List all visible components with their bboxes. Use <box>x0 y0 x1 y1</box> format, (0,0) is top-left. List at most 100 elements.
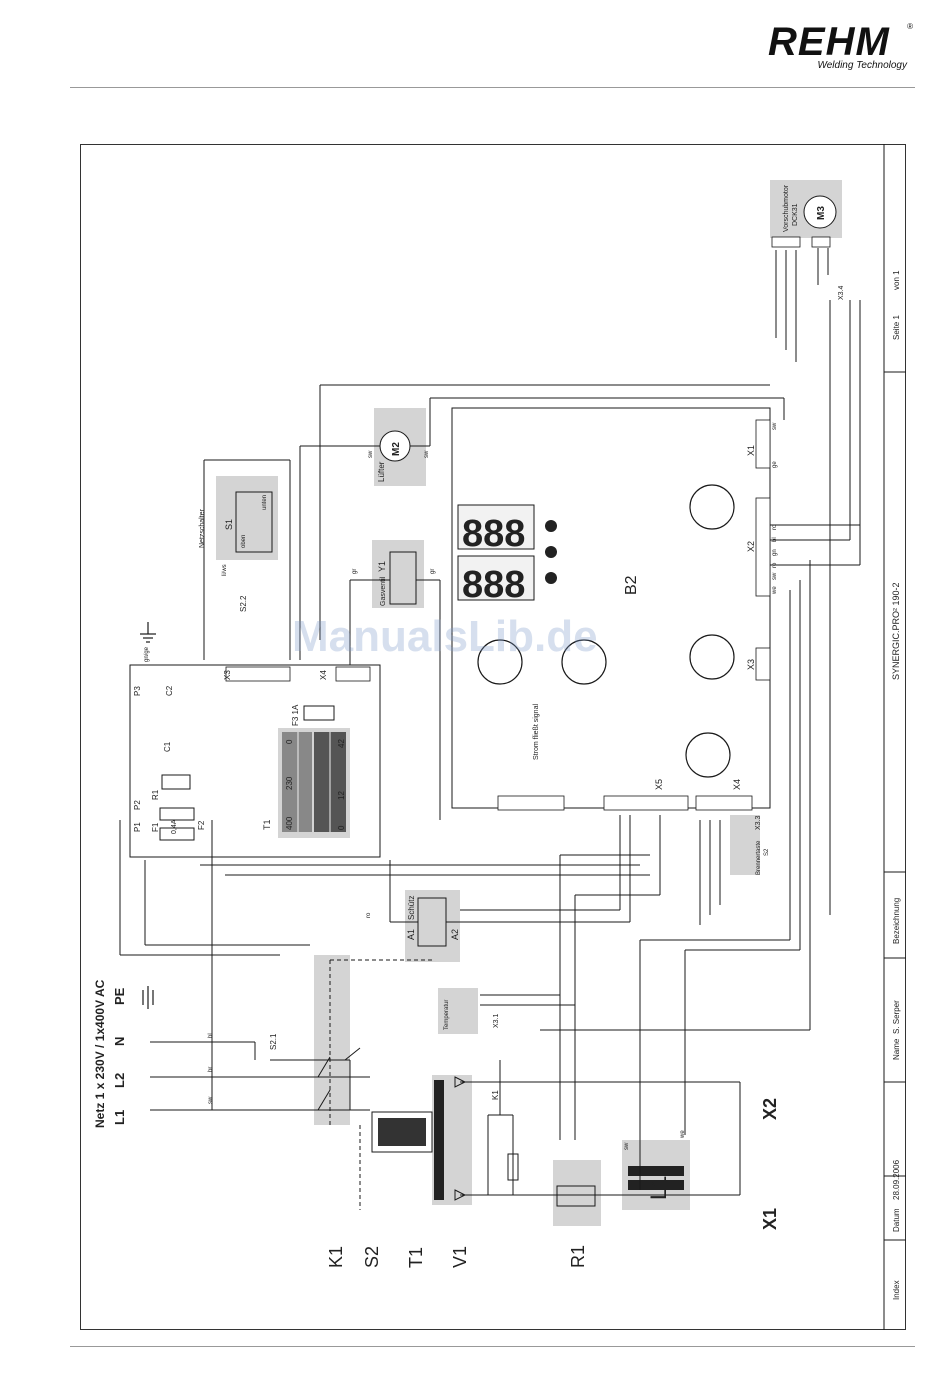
gas-valve-id: Y1 <box>377 561 387 572</box>
watermark: ManualsLib.de <box>292 612 598 661</box>
rehm-logo: REHM ® Welding Technology <box>768 20 913 76</box>
title-product: SYNERGIC.PRO² 190-2 <box>891 582 901 680</box>
connector-x4: X4 <box>732 779 742 790</box>
welding-transformer <box>371 1080 444 1200</box>
wire-ro-x2: ro <box>772 524 778 530</box>
knob-3 <box>685 732 731 778</box>
contactor-panel <box>405 890 460 962</box>
motor-m3-name: Vorschubmotor <box>783 184 790 232</box>
title-name-value: S. Serper <box>892 1000 901 1034</box>
connector-x3: X3 <box>746 659 756 670</box>
fuse-f2 <box>159 827 195 841</box>
r1-label: R1 <box>151 789 160 800</box>
board-b2-label: B2 <box>623 575 640 595</box>
legend-t1: T1 <box>406 1247 426 1268</box>
title-von: von 1 <box>892 270 901 290</box>
legend-k1: K1 <box>326 1246 346 1268</box>
p1-label: P1 <box>133 822 142 832</box>
main-switch-id: S1 <box>224 519 234 530</box>
connector-x1: X1 <box>746 445 756 456</box>
tap-0: 0 <box>285 739 294 744</box>
wire-ro-x2b: ro <box>772 562 778 568</box>
main-switch-body <box>235 491 273 553</box>
f2-label: F2 <box>197 820 206 830</box>
switch-oben: oben <box>241 535 247 548</box>
k1-label: K1 <box>491 1090 500 1100</box>
wire-gnge: gn/ge <box>144 646 150 662</box>
inductor-label: L1 <box>646 1176 671 1200</box>
wire-sw-x2: sw <box>772 572 778 580</box>
connector-x5: X5 <box>654 779 664 790</box>
led-indicator <box>545 546 557 558</box>
wire-gr-valve-2: gr <box>430 569 436 574</box>
wire-bl-n: bl <box>208 1033 214 1038</box>
main-switch-panel <box>216 476 278 560</box>
tap-230: 230 <box>285 776 294 790</box>
schematic-sheet <box>80 144 906 1330</box>
legend-v1: V1 <box>450 1246 470 1268</box>
knob-5 <box>561 639 607 685</box>
wire-sw-fan-2: sw <box>424 450 430 458</box>
footer-rule <box>70 1346 915 1347</box>
torch-label: Brennertaste <box>756 840 762 875</box>
contactor-label: Schütz <box>407 896 416 920</box>
wire-gr-valve: gr <box>352 569 358 574</box>
header-rule <box>70 87 915 88</box>
title-name-label: Name <box>892 1038 901 1060</box>
title-datum-value: 28.09.2006 <box>892 1159 901 1200</box>
terminal-strips <box>225 236 831 811</box>
wire-ge-x1: ge <box>772 461 778 468</box>
wire-we-x2: we <box>772 586 778 595</box>
display-upper-digits: 888 <box>462 513 525 555</box>
t1-label: T1 <box>262 819 272 830</box>
r1-resistor <box>556 1185 596 1207</box>
gas-valve-panel <box>372 540 424 608</box>
motor-m3-text: M3 <box>816 206 827 220</box>
knob-4 <box>477 639 523 685</box>
registered-mark: ® <box>907 22 913 31</box>
varistor-r1 <box>161 774 191 790</box>
display-lower <box>457 555 535 601</box>
f1-label: F1 <box>151 822 160 832</box>
wire-bl-x2: bl <box>772 537 778 542</box>
tap-12: 12 <box>337 791 346 800</box>
gas-valve-label: Gasventil <box>380 576 387 606</box>
connector-x33: X3.3 <box>755 815 762 830</box>
inductor-l1 <box>628 1166 684 1190</box>
tap-0b: 0 <box>337 825 346 830</box>
display-group <box>457 504 535 601</box>
legend-s2: S2 <box>362 1246 382 1268</box>
tap-400: 400 <box>285 816 294 830</box>
wire-or-a1: ro <box>366 912 372 918</box>
transformer-t1 <box>282 732 346 832</box>
fuse-f1 <box>159 807 195 821</box>
c1-label: C1 <box>163 741 172 752</box>
brand-tagline: Welding Technology <box>817 60 907 71</box>
gas-valve-coil <box>389 551 417 605</box>
f3-label: F3 1A <box>291 704 300 726</box>
supply-pe: PE <box>112 987 127 1005</box>
fan-m2-text: M2 <box>391 442 402 456</box>
diodes <box>454 1076 467 1201</box>
fan-label: Lüfter <box>377 461 386 482</box>
fuse-value: 0,4A <box>171 819 178 834</box>
main-switch-label: Netzschalter <box>199 508 206 548</box>
p2-label: P2 <box>133 800 142 810</box>
s22-label: S2.2 <box>239 595 248 612</box>
connector-x2: X2 <box>746 541 756 552</box>
fuse-f3 <box>303 705 335 721</box>
k1-panel <box>314 955 350 1125</box>
motor-m3-symbol <box>803 195 837 229</box>
current-signal-label: Strom fließt signal <box>533 704 540 760</box>
display-lower-digits: 888 <box>462 564 525 606</box>
output-x1: X1 <box>760 1208 780 1230</box>
legend-r1: R1 <box>568 1245 588 1268</box>
temperature-panel <box>438 988 478 1034</box>
wires <box>119 248 861 1196</box>
contactor-a2: A2 <box>450 929 460 940</box>
board-x3: X3 <box>223 670 232 680</box>
wire-sw-fan: sw <box>368 450 374 458</box>
wire-sw-l1: sw <box>208 1096 214 1104</box>
s21-label: S2.1 <box>269 1033 278 1050</box>
